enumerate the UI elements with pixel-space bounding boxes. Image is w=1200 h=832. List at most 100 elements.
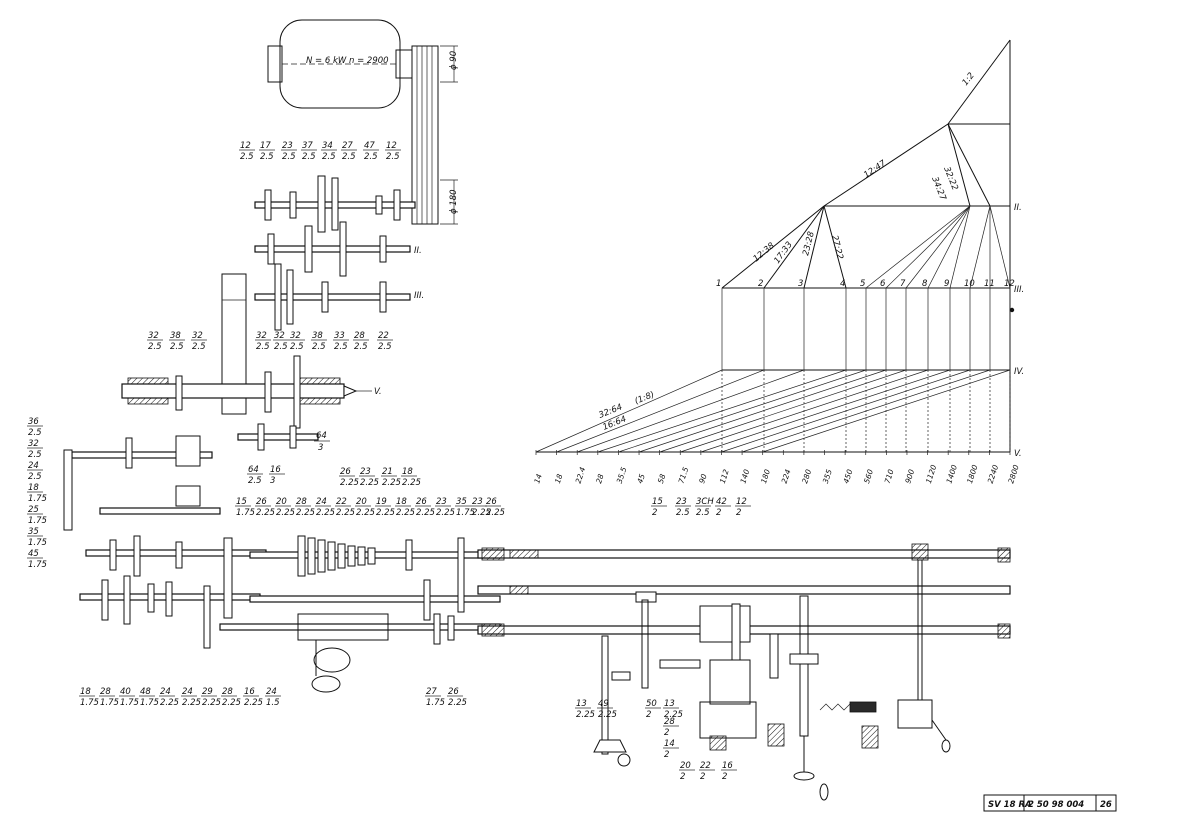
g-apron-bot-item-1-teeth: 49 <box>598 699 609 709</box>
g-feed-2-item-0-module: 1.75 <box>236 508 255 518</box>
g-feed-2-item-6-module: 2.25 <box>356 508 375 518</box>
g-feed-top-item-0-teeth: 26 <box>340 467 351 477</box>
spindle: V. <box>121 355 382 451</box>
g-apron-top-item-1-teeth: 23 <box>676 497 687 507</box>
g-feed-bot-item-5-teeth: 24 <box>182 687 193 697</box>
g-apron-top-item-3: 422 <box>715 497 731 518</box>
registration-dot <box>1009 307 1015 313</box>
g-feed-top-item-0: 262.25 <box>339 467 359 488</box>
g-apron-bot-item-8: 162 <box>721 761 737 782</box>
g-feed-bot-item-7-module: 2.25 <box>222 698 241 708</box>
g-feed-bot-item-0-teeth: 18 <box>80 687 91 697</box>
g-feed-top-item-0-module: 2.25 <box>340 478 359 488</box>
sd-down-ray-0 <box>535 369 723 453</box>
g-top-ratios-item-0-module: 2.5 <box>240 152 254 162</box>
g-feed-2-item-5-module: 2.25 <box>336 508 355 518</box>
g-feed-bot-item-11: 262.25 <box>447 687 467 708</box>
sd-speed-12: 224 <box>780 468 793 485</box>
sd-ray-a-1 <box>885 205 971 289</box>
left-ratio-0-module: 2.5 <box>28 428 42 438</box>
g-feed-2-item-6-teeth: 20 <box>356 497 367 507</box>
sd-ray-a-2 <box>905 205 971 289</box>
g-feed-2-item-12-module: 2.25 <box>472 508 491 518</box>
g-spl-ratios-item-1: 163 <box>269 465 285 486</box>
sd-down-ray-3 <box>597 369 847 453</box>
feed-bottom-ratio-labels: 181.75281.75401.75481.75242.25242.25292.… <box>79 687 467 708</box>
title-model: SV 18 RA <box>988 800 1032 810</box>
g-feed-top-item-1-teeth: 23 <box>360 467 371 477</box>
sd-ray-fan <box>865 205 1011 289</box>
sd-down-ray-4 <box>618 369 867 453</box>
g-apron-bot-item-0-module: 2.25 <box>576 710 595 720</box>
g-feed-2-item-13: 262.25 <box>485 497 505 518</box>
title-sheet: 26 <box>1100 800 1112 810</box>
g-apron-bot-item-7: 222 <box>699 761 715 782</box>
shaft-iii-label: III. <box>414 291 424 301</box>
sd-down-ray-7 <box>680 369 929 453</box>
sd-step-10: 11 <box>984 279 995 289</box>
sd-ratio-27-22: 27:22 <box>829 234 845 260</box>
spindle-gear-teeth: 64 <box>316 431 327 441</box>
g-apron-bot-item-6-module: 2 <box>680 772 685 782</box>
g-feed-bot-item-2-module: 1.75 <box>120 698 139 708</box>
left-ratio-3: 181.75 <box>27 483 47 504</box>
g-feed-2-item-6: 202.25 <box>355 497 375 518</box>
g-mid-ratios-item-1: 382.5 <box>169 331 185 352</box>
sd-speed-0: 14 <box>532 473 544 485</box>
g-mid-ratios-item-0-teeth: 32 <box>148 331 159 341</box>
g-top-ratios-item-3: 372.5 <box>301 141 317 162</box>
g-midr-ratios-item-4: 332.5 <box>333 331 349 352</box>
left-ratio-4: 251.75 <box>27 505 47 526</box>
sd-step-9: 10 <box>964 279 975 289</box>
g-apron-bot-item-6: 202 <box>679 761 695 782</box>
left-ratio-6-teeth: 45 <box>28 549 39 559</box>
sd-ray-a-4 <box>949 205 971 289</box>
spindle-v-label: V. <box>374 387 382 397</box>
sd-ratio-1-2: 1:2 <box>960 71 976 88</box>
g-midr-ratios-item-2-teeth: 32 <box>290 331 301 341</box>
sd-ratio-34-27: 34:27 <box>929 175 948 202</box>
sd-speed-3: 28 <box>594 473 606 485</box>
g-feed-bot-item-6: 292.25 <box>201 687 221 708</box>
g-mid-ratios-item-2-teeth: 32 <box>192 331 203 341</box>
g-feed-2-item-3-teeth: 28 <box>296 497 307 507</box>
g-mid-ratios-item-1-teeth: 38 <box>170 331 181 341</box>
g-top-ratios-item-4-teeth: 34 <box>322 141 333 151</box>
g-mid-ratios-item-1-module: 2.5 <box>170 342 184 352</box>
g-top-ratios-item-5: 272.5 <box>341 141 357 162</box>
g-feed-bot-item-4: 242.25 <box>159 687 179 708</box>
sd-step-2: 3 <box>798 279 803 289</box>
g-spl-ratios-item-1-module: 3 <box>270 476 275 486</box>
g-apron-bot-item-2-module: 2 <box>646 710 651 720</box>
left-ratio-4-teeth: 25 <box>28 505 39 515</box>
g-apron-bot-item-0: 132.25 <box>575 699 595 720</box>
sd-ray-b-0 <box>969 205 991 289</box>
g-feed-top-item-1: 232.25 <box>359 467 379 488</box>
left-ratio-3-module: 1.75 <box>28 494 47 504</box>
g-feed-bot-item-1-module: 1.75 <box>100 698 119 708</box>
sd-label-ii: II. <box>1014 203 1022 213</box>
g-apron-bot-item-4-teeth: 28 <box>664 717 675 727</box>
g-mid-ratios-item-2: 322.5 <box>191 331 207 352</box>
g-apron-top-item-3-module: 2 <box>716 508 721 518</box>
g-feed-bot-item-1: 281.75 <box>99 687 119 708</box>
sd-step-7: 8 <box>922 279 928 289</box>
g-top-ratios-item-5-teeth: 27 <box>342 141 353 151</box>
g-midr-ratios-item-5-teeth: 28 <box>354 331 365 341</box>
g-top-ratios-item-4-module: 2.5 <box>322 152 336 162</box>
g-feed-bot-item-3-teeth: 48 <box>140 687 151 697</box>
g-top-ratios-item-7-teeth: 12 <box>386 141 397 151</box>
g-feed-2-item-9-teeth: 26 <box>416 497 427 507</box>
g-midr-ratios-item-0: 322.5 <box>255 331 271 352</box>
sd-down-ray-11 <box>762 369 1011 453</box>
g-feed-2-item-9: 262.25 <box>415 497 435 518</box>
g-feed-bot-item-3: 481.75 <box>139 687 159 708</box>
